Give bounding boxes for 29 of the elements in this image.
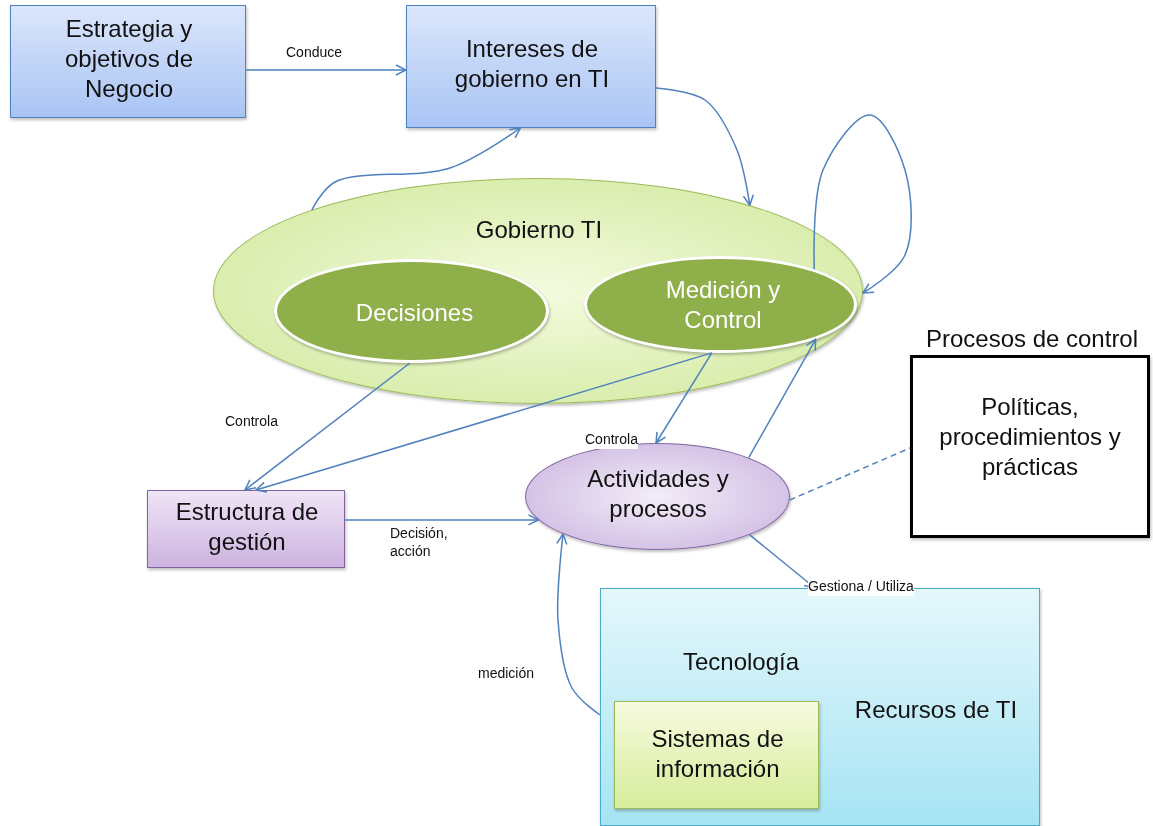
edge-label: Controla [585, 431, 638, 449]
node-label: Medición y Control [664, 275, 782, 335]
arrow [813, 114, 912, 294]
arrow [747, 338, 817, 459]
process-box [147, 490, 345, 568]
node-label: Recursos de TI [853, 695, 1019, 725]
process-box [10, 5, 246, 118]
arrow [311, 127, 522, 211]
process-box [614, 701, 819, 809]
arrow [255, 352, 713, 493]
node-label: Gobierno TI [474, 215, 604, 245]
arrow [245, 64, 407, 76]
node-label: Estructura de gestión [174, 497, 320, 557]
arrow [244, 362, 411, 491]
process-box [406, 5, 656, 128]
node-label: Políticas, procedimientos y prácticas [938, 392, 1122, 482]
heading: Procesos de control [924, 324, 1140, 354]
node-label: Decisiones [354, 298, 475, 328]
arrow [655, 87, 754, 207]
node-label: Estrategia y objetivos de Negocio [63, 14, 195, 104]
node-label: Sistemas de información [650, 724, 785, 784]
edge-label: Gestiona / Utiliza [808, 578, 914, 596]
node-label: Tecnología [681, 647, 801, 677]
arrow [344, 514, 540, 526]
arrow [655, 352, 713, 444]
arrow [556, 533, 601, 716]
dashed-connector [788, 447, 911, 501]
node-label: Intereses de gobierno en TI [453, 34, 611, 94]
node-label: Actividades y procesos [586, 464, 730, 524]
